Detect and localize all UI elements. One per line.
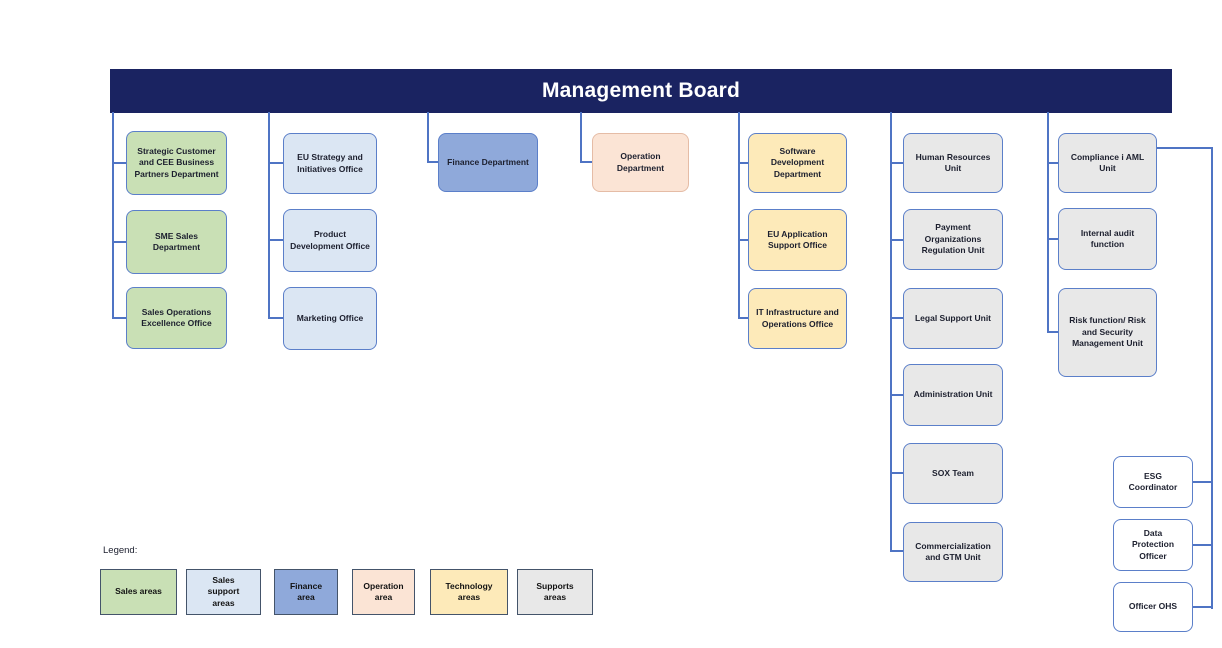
org-box-eu-strategy-and-initiatives-office: EU Strategy and Initiatives Office (283, 133, 377, 194)
connector-stub (270, 239, 283, 241)
legend-swatch-sales-support-areas: Sales support areas (186, 569, 261, 615)
org-box-software-development-department: Software Development Department (748, 133, 847, 193)
org-box-sox-team: SOX Team (903, 443, 1003, 504)
connector-stub (892, 239, 903, 241)
legend-swatch-operation-area: Operation area (352, 569, 415, 615)
org-box-risk-function-risk-and-security-management-unit: Risk function/ Risk and Security Managem… (1058, 288, 1157, 377)
legend-label: Legend: (103, 545, 138, 556)
org-box-compliance-i-aml-unit: Compliance i AML Unit (1058, 133, 1157, 193)
org-box-legal-support-unit: Legal Support Unit (903, 288, 1003, 349)
legend-swatch-sales-areas: Sales areas (100, 569, 177, 615)
org-box-commercialization-and-gtm-unit: Commercialization and GTM Unit (903, 522, 1003, 582)
org-box-strategic-customer-cee-business-partners-department: Strategic Customer and CEE Business Part… (126, 131, 227, 195)
connector-stub (740, 239, 748, 241)
org-box-sales-operations-excellence-office: Sales Operations Excellence Office (126, 287, 227, 349)
connector-stub (1049, 331, 1058, 333)
org-box-finance-department: Finance Department (438, 133, 538, 192)
org-box-eu-application-support-office: EU Application Support Office (748, 209, 847, 271)
chart-title: Management Board (541, 79, 741, 102)
connector-stub (429, 161, 438, 163)
connector-stub (270, 162, 283, 164)
org-box-sme-sales-department: SME Sales Department (126, 210, 227, 274)
org-box-human-resources-unit: Human Resources Unit (903, 133, 1003, 193)
connector-stub (114, 317, 126, 319)
connector-col4 (580, 112, 582, 163)
connector-stub (270, 317, 283, 319)
org-box-esg-coordinator: ESG Coordinator (1113, 456, 1193, 508)
connector-col6 (890, 112, 892, 552)
connector-col3 (427, 112, 429, 163)
connector-stub (740, 162, 748, 164)
legend-swatch-finance-area: Finance area (274, 569, 338, 615)
connector-stub (892, 394, 903, 396)
connector-stub (1193, 481, 1211, 483)
org-box-payment-organizations-regulation-unit: Payment Organizations Regulation Unit (903, 209, 1003, 270)
connector-col5 (738, 112, 740, 319)
connector-stub (892, 472, 903, 474)
org-box-internal-audit-function: Internal audit function (1058, 208, 1157, 270)
org-box-marketing-office: Marketing Office (283, 287, 377, 350)
org-box-administration-unit: Administration Unit (903, 364, 1003, 426)
connector-stub (1049, 162, 1058, 164)
connector-stub (1049, 238, 1058, 240)
connector-stub (1193, 544, 1211, 546)
connector-stub (892, 162, 903, 164)
connector-col7 (1047, 112, 1049, 333)
org-box-product-development-office: Product Development Office (283, 209, 377, 272)
org-box-it-infrastructure-and-operations-office: IT Infrastructure and Operations Office (748, 288, 847, 349)
org-box-officer-ohs: Officer OHS (1113, 582, 1193, 632)
connector-stub (114, 162, 126, 164)
connector-stub (114, 241, 126, 243)
connector-officers-top (1157, 147, 1213, 149)
org-box-data-protection-officer: Data Protection Officer (1113, 519, 1193, 571)
org-box-operation-department: Operation Department (592, 133, 689, 192)
connector-stub (892, 550, 903, 552)
connector-stub (582, 161, 592, 163)
connector-col2 (268, 112, 270, 319)
connector-stub (740, 317, 748, 319)
management-board-header: Management Board (110, 69, 1172, 113)
legend-swatch-supports-areas: Supports areas (517, 569, 593, 615)
connector-stub (1193, 606, 1211, 608)
connector-col1 (112, 112, 114, 319)
legend-swatch-technology-areas: Technology areas (430, 569, 508, 615)
connector-officers (1211, 147, 1213, 609)
connector-stub (892, 317, 903, 319)
